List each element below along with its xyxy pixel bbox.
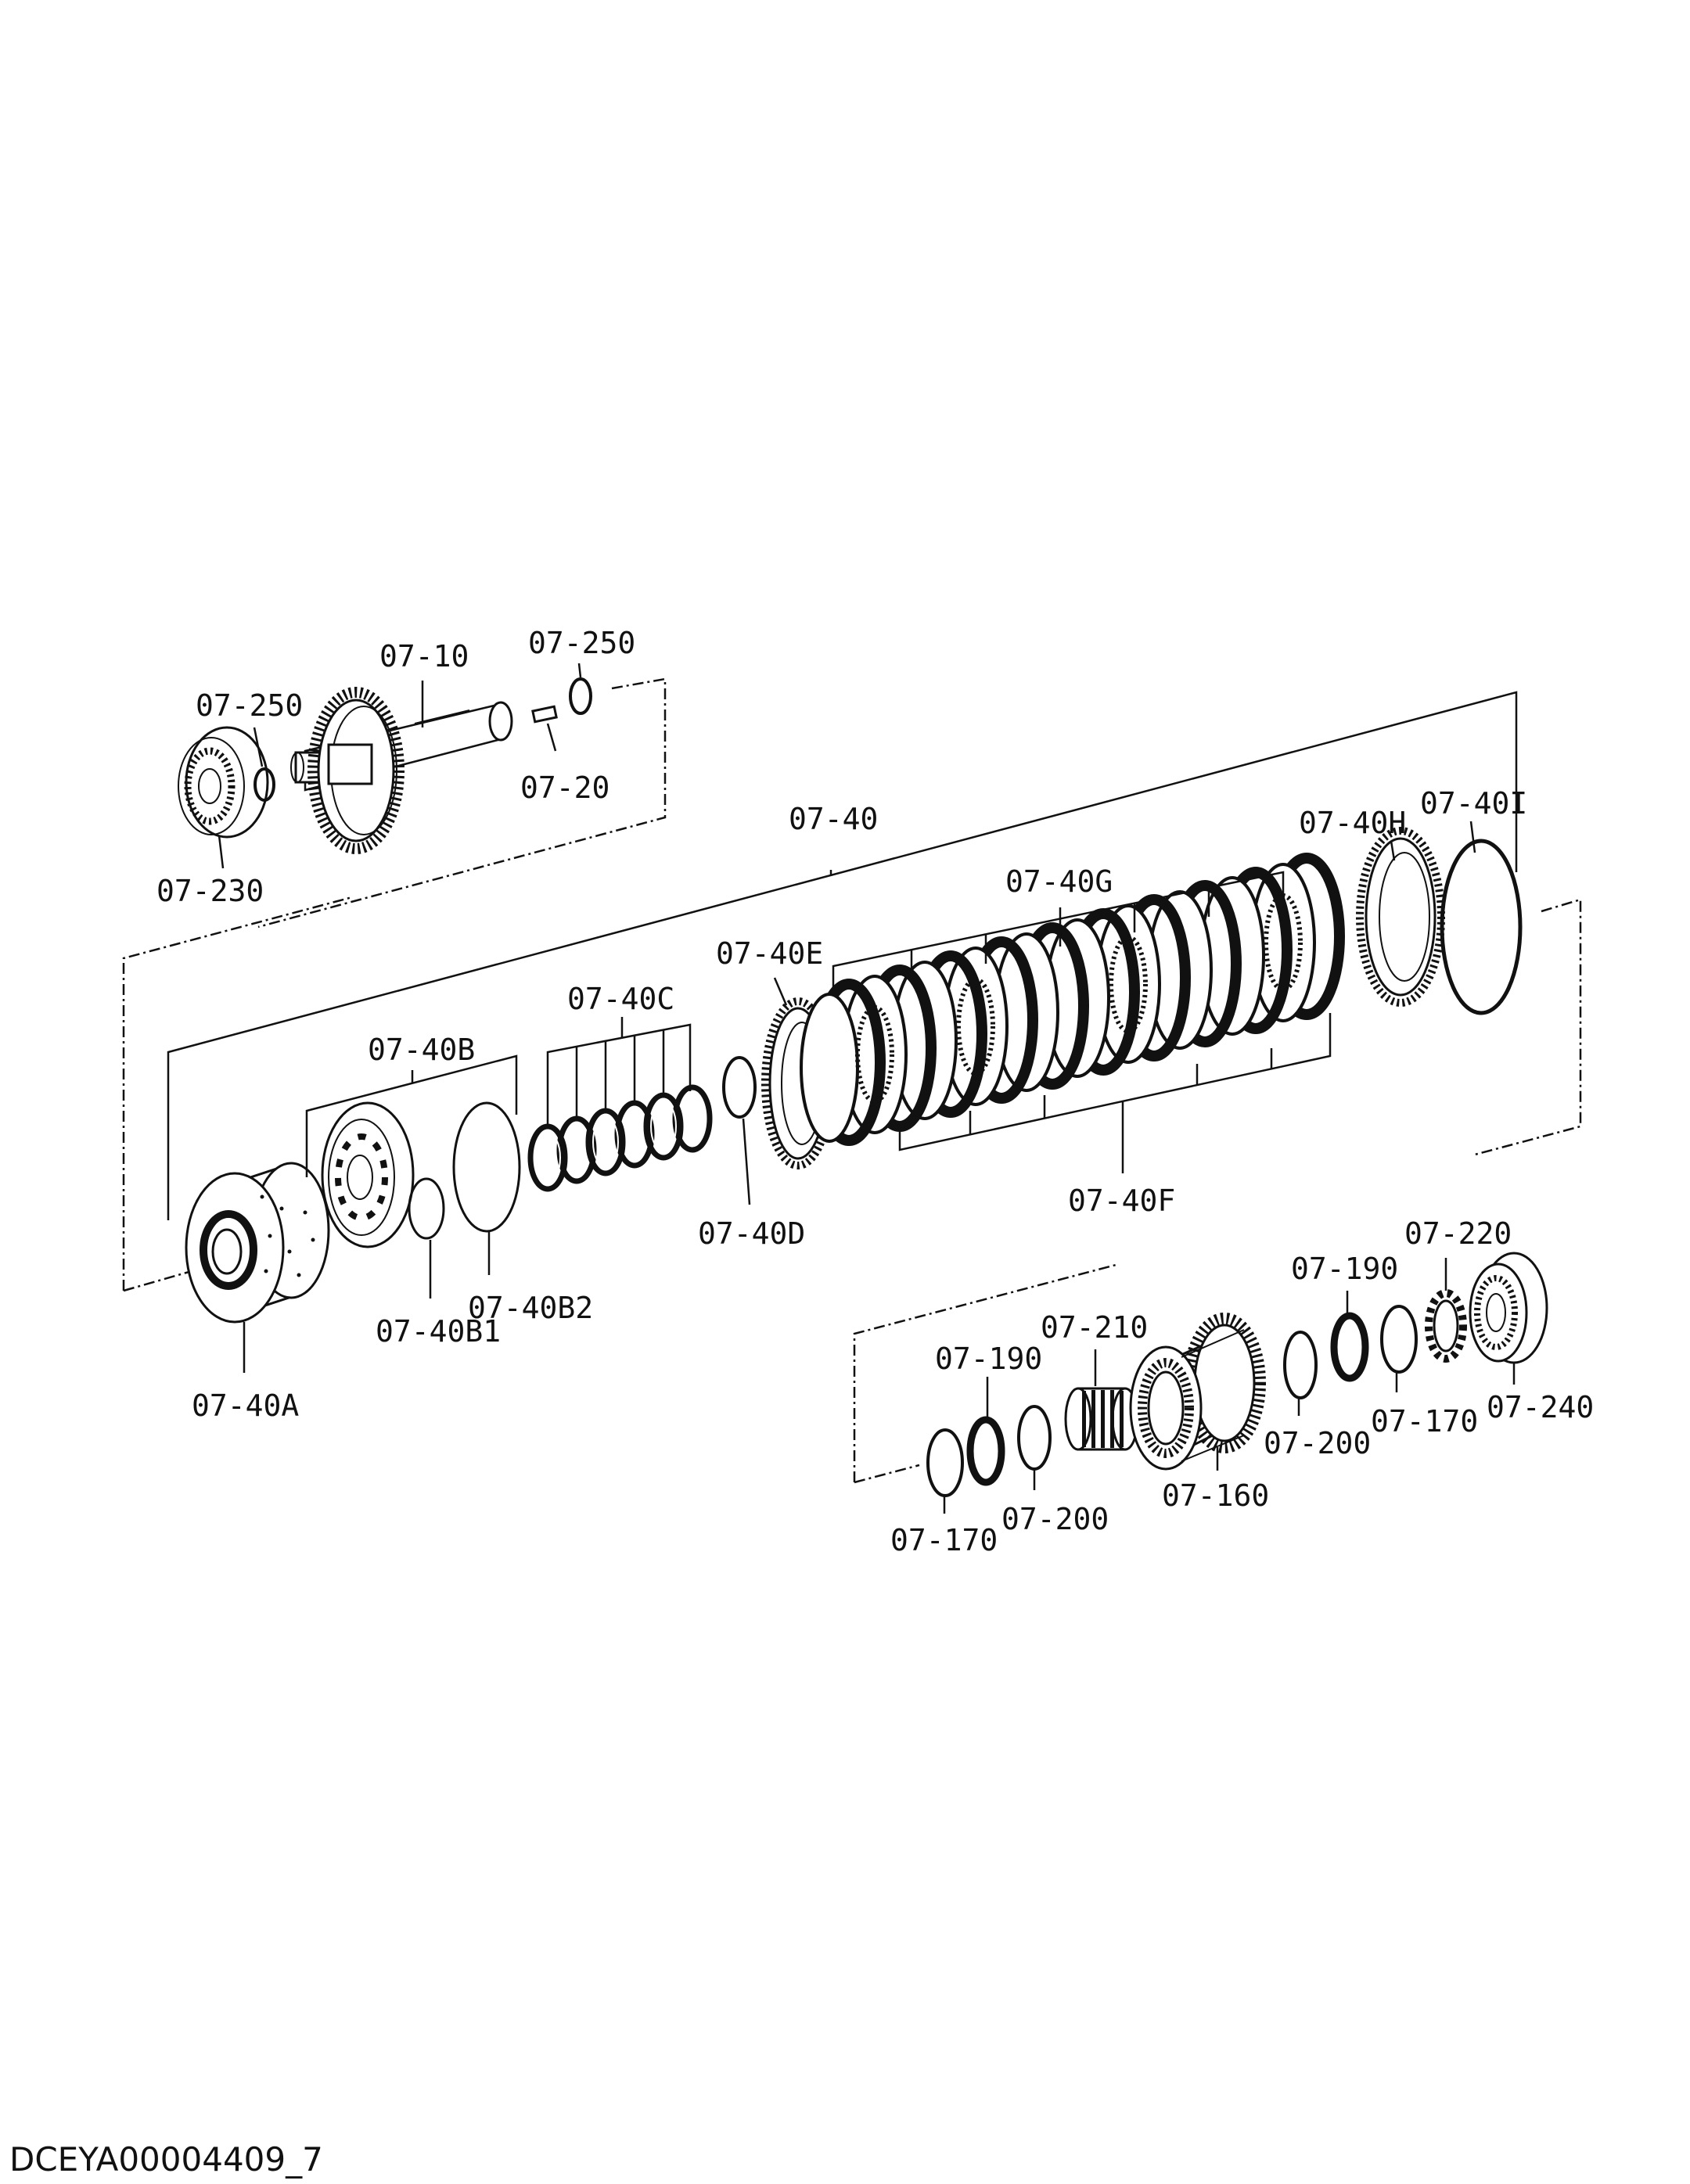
- seal-ring-07-190-right: [1330, 1312, 1369, 1382]
- seal-ring-07-190-left: [966, 1416, 1005, 1486]
- shim-07-200-right: [1283, 1331, 1318, 1399]
- callout-07-40I: 07-40I: [1420, 786, 1527, 821]
- lock-washer-07-220: [1425, 1289, 1467, 1363]
- input-shaft-07-10: [290, 687, 513, 854]
- clutch-pack-07-40F-07-40G: [800, 853, 1345, 1146]
- callout-07-40B1: 07-40B1: [376, 1314, 501, 1349]
- callout-07-250-top: 07-250: [528, 626, 635, 660]
- callout-07-230: 07-230: [156, 874, 264, 908]
- callout-07-160: 07-160: [1162, 1478, 1269, 1513]
- callout-07-10: 07-10: [379, 639, 469, 674]
- pressure-plate-07-40H: [1356, 827, 1445, 1007]
- o-ring-07-40B2: [452, 1101, 521, 1233]
- callout-07-170-left: 07-170: [890, 1523, 998, 1557]
- callout-07-190-left: 07-190: [935, 1342, 1042, 1376]
- snap-ring-07-250-left: [254, 767, 275, 802]
- clutch-drum-07-40A: [185, 1162, 330, 1324]
- snap-ring-07-250-right: [569, 677, 592, 715]
- pin-07-20: [531, 705, 558, 724]
- o-ring-07-40B1: [408, 1177, 445, 1240]
- callout-07-200-right: 07-200: [1264, 1426, 1371, 1460]
- callout-07-220: 07-220: [1404, 1216, 1512, 1251]
- callout-07-250-left: 07-250: [196, 688, 303, 723]
- callout-07-40B: 07-40B: [368, 1033, 475, 1067]
- callout-07-40G: 07-40G: [1005, 864, 1113, 899]
- callout-07-190-right: 07-190: [1291, 1252, 1398, 1286]
- bearing-07-230: [178, 726, 269, 839]
- springs-07-40C: [527, 1084, 713, 1192]
- piston-07-40B: [321, 1101, 415, 1248]
- callout-07-20: 07-20: [520, 771, 609, 805]
- snap-ring-07-40I: [1440, 839, 1523, 1015]
- document-id: DCEYA00004409_7: [9, 2140, 323, 2179]
- callout-07-40H: 07-40H: [1299, 806, 1406, 840]
- callout-07-40E: 07-40E: [716, 936, 823, 971]
- thrust-washer-07-170-left: [926, 1428, 964, 1497]
- callout-07-240: 07-240: [1487, 1390, 1594, 1424]
- leader-lines: [218, 663, 1516, 1514]
- callout-07-40A: 07-40A: [192, 1388, 299, 1423]
- callout-07-210: 07-210: [1041, 1310, 1148, 1345]
- thrust-washer-07-170-right: [1380, 1305, 1418, 1374]
- callout-07-40C: 07-40C: [567, 982, 674, 1016]
- callout-07-170-right: 07-170: [1371, 1404, 1478, 1439]
- bearing-07-240: [1469, 1252, 1548, 1364]
- callout-07-40B2: 07-40B2: [468, 1291, 593, 1325]
- shim-07-200-left: [1017, 1405, 1052, 1471]
- needle-bearing-07-210: [1064, 1387, 1139, 1451]
- callout-07-40: 07-40: [789, 802, 878, 836]
- callout-labels: 07-10 07-250 07-250 07-20 07-230 07-40 0…: [156, 626, 1594, 1557]
- callout-07-40F: 07-40F: [1068, 1184, 1175, 1218]
- gear-07-160: [1129, 1313, 1266, 1471]
- callout-07-40D: 07-40D: [698, 1216, 805, 1251]
- callout-07-200-left: 07-200: [1001, 1502, 1109, 1536]
- ring-07-40D: [722, 1056, 757, 1119]
- assembly-frame-lines: [122, 677, 1582, 1484]
